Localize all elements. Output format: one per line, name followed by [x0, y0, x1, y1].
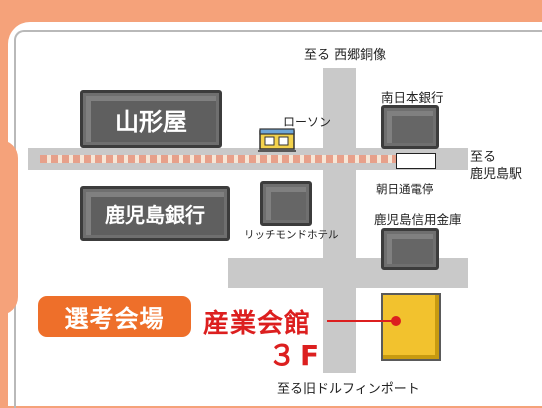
label-minaminihon-bank: 南日本銀行: [381, 90, 444, 105]
label-richmond-hotel: リッチモンドホテル: [244, 229, 339, 241]
decorative-tab: [0, 140, 18, 315]
label-east-2: 鹿児島駅: [470, 167, 523, 182]
building-minaminihon-bank: [381, 105, 439, 149]
building-richmond-hotel: [260, 181, 312, 226]
building-kagoshima-bank: 鹿児島銀行: [80, 186, 230, 241]
label-north: 至る 西郷銅像: [304, 48, 387, 63]
label-kagoshima-shinkin: 鹿児島信用金庫: [374, 212, 462, 227]
venue-name: 産業会館: [203, 309, 312, 339]
venue-pointer-line: [327, 320, 393, 322]
venue-marker-dot: [391, 316, 401, 326]
building-sangyo-kaikan: [381, 293, 441, 361]
label-south: 至る旧ドルフィンポート: [277, 382, 420, 397]
label-lawson: ローソン: [283, 115, 332, 129]
tram-stop-icon: [396, 153, 436, 169]
tram-line: [40, 155, 435, 163]
building-kagoshima-shinkin: [381, 228, 439, 270]
venue-floor: ３F: [268, 339, 324, 372]
building-yamakataya: 山形屋: [80, 90, 222, 148]
lawson-store-icon: [258, 128, 296, 152]
road-north-south: [323, 68, 356, 373]
label-asahi-stop: 朝日通電停: [376, 182, 434, 196]
label-east-1: 至る: [470, 150, 497, 165]
venue-badge: 選考会場: [38, 296, 191, 337]
